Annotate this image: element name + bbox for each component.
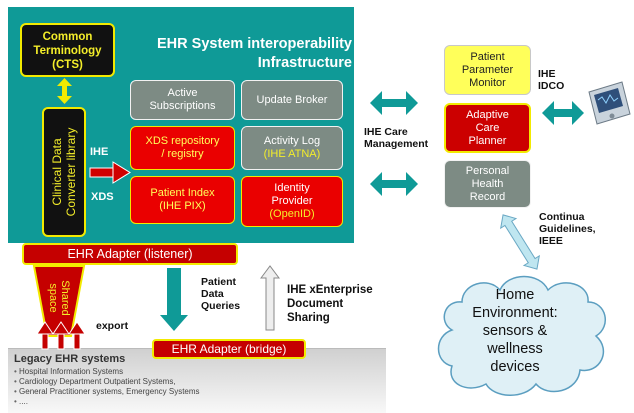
xenterprise-arrow [260,265,280,331]
clinical-data-converter-box: Clinical Data Converter library [42,107,86,237]
xds-label: XDS [91,191,114,203]
patient-queries-arrow [160,268,188,331]
ehr-adapter-bridge: EHR Adapter (bridge) [152,339,306,359]
adaptive-care-planner-box: Adaptive Care Planner [444,103,531,153]
infrastructure-title: EHR System interoperability Infrastructu… [157,36,352,71]
home-environment-cloud [437,275,606,396]
xds-repository-box: XDS repository / registry [130,126,235,170]
medical-device-icon [588,81,631,125]
patient-parameter-monitor-box: Patient Parameter Monitor [444,45,531,95]
home-environment-label: Home Environment: sensors & wellness dev… [472,287,558,375]
idco-arrow [542,101,584,125]
shared-space-label: Shared space [47,280,71,316]
export-label: export [96,320,129,332]
xds-red-arrow [89,161,131,184]
legacy-systems-title: Legacy EHR systems [14,353,126,365]
list-item: General Practitioner systems, Emergency … [14,387,200,397]
identity-provider-box: Identity Provider (OpenID) [241,176,343,227]
export-arrows [36,321,86,350]
common-terminology-box: Common Terminology (CTS) [20,23,115,77]
ehr-adapter-listener: EHR Adapter (listener) [22,243,238,265]
patient-queries-label: Patient Data Queries [201,276,241,312]
cts-converter-arrow [57,78,72,104]
xenterprise-label: IHE xEnterprise Document Sharing [287,284,373,324]
personal-health-record-box: Personal Health Record [444,160,531,208]
legacy-systems-list: Hospital Information Systems Cardiology … [14,367,200,407]
update-broker-box: Update Broker [241,80,343,120]
continua-label: Continua Guidelines, IEEE [539,211,596,247]
activity-log-box: Activity Log (IHE ATNA) [241,126,343,170]
shared-space-funnel [32,265,86,337]
ihe-label: IHE [90,146,109,158]
list-item: Cardiology Department Outpatient Systems… [14,377,200,387]
list-item: Hospital Information Systems [14,367,200,377]
list-item: .... [14,397,200,407]
care-management-label: IHE Care Management [364,126,429,150]
ihe-idco-label: IHE IDCO [538,68,565,92]
patient-index-box: Patient Index (IHE PIX) [130,176,235,224]
continua-arrow [500,214,540,270]
active-subscriptions-box: Active Subscriptions [130,80,235,120]
care-management-arrows [370,91,418,196]
